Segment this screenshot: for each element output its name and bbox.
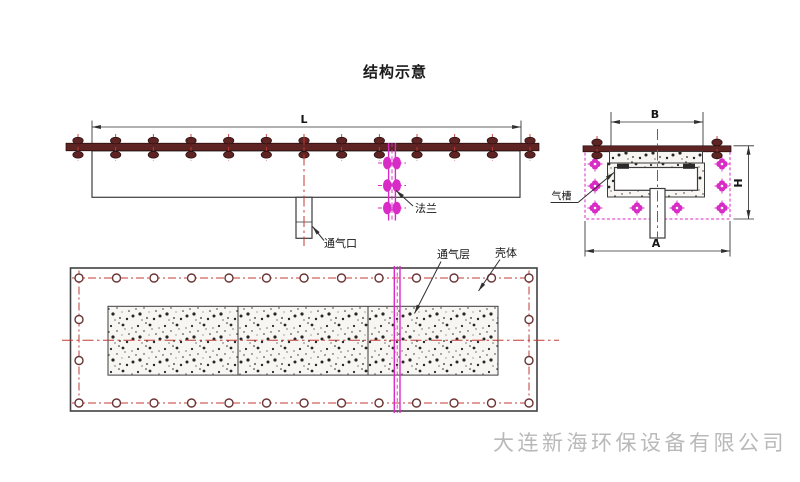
top-rail	[65, 142, 540, 152]
anchor-bolt-symbol	[669, 200, 685, 216]
flange-bolt	[378, 156, 406, 170]
shell-label: 壳体	[495, 246, 517, 260]
dim-height: H	[732, 145, 754, 220]
bolt-hole	[261, 273, 272, 283]
rail-bolt	[336, 134, 348, 161]
rail-bolt	[524, 134, 536, 161]
bolt-hole	[299, 273, 309, 283]
rail-bolts	[72, 134, 536, 161]
bolt-hole	[74, 273, 84, 283]
plan-view: 通气层 壳体	[62, 246, 559, 413]
bolt-hole	[374, 273, 384, 283]
leader-line	[395, 190, 414, 207]
bolt-hole	[486, 398, 497, 408]
bolt-hole	[411, 273, 422, 283]
bolt-hole	[74, 355, 84, 366]
bolt-hole	[74, 314, 84, 325]
air-inlet-label: 通气口	[324, 236, 357, 250]
rail-bolt	[486, 134, 498, 161]
bolt-hole	[524, 273, 534, 283]
leader-line	[577, 172, 615, 203]
bolt-hole	[299, 398, 309, 408]
rail-bolt	[411, 134, 423, 161]
bolt-hole	[149, 398, 159, 408]
rail-bolt	[72, 134, 84, 161]
shell-callout: 壳体	[478, 246, 517, 292]
flange-side	[378, 143, 406, 221]
leader-line	[414, 261, 442, 314]
rail-bolt	[185, 134, 197, 161]
bolt-hole	[449, 398, 459, 408]
air-groove-callout: 气槽	[550, 172, 615, 203]
bolt-hole	[374, 398, 384, 408]
flange-bolt	[378, 201, 406, 215]
plate-bolt	[591, 136, 603, 160]
dim-bottom-width-label: A	[652, 237, 661, 250]
dim-length-label: L	[300, 113, 307, 126]
rail-bolt	[223, 134, 235, 161]
bolt-hole	[224, 273, 234, 283]
bolt-hole	[186, 398, 197, 408]
flange-callout: 法兰	[395, 190, 437, 215]
rail-bolt	[260, 134, 272, 161]
bolt-hole	[449, 273, 459, 283]
rail-bolt	[147, 134, 159, 161]
flange-bolt	[378, 179, 406, 192]
panel-dividers	[237, 306, 369, 376]
plate-bolt	[711, 136, 723, 160]
anchor-bolt-symbol	[587, 156, 603, 172]
dim-top-width-label: B	[651, 108, 659, 121]
air-inlet-callout: 通气口	[312, 226, 357, 250]
plan-bolt-holes	[74, 273, 534, 408]
company-watermark: 大连新海环保设备有限公司	[493, 431, 787, 455]
bolt-hole	[524, 314, 534, 325]
bolt-hole	[111, 273, 122, 283]
bolt-hole	[186, 273, 197, 283]
anchor-bolt-symbol	[629, 200, 645, 216]
air-layer-label: 通气层	[437, 247, 470, 261]
leader-line	[478, 259, 501, 292]
rail-bolt	[449, 134, 461, 161]
bolt-hole	[524, 355, 534, 366]
anchor-bolt-symbol	[587, 178, 603, 194]
corner-clip	[683, 163, 695, 169]
bolt-hole	[411, 398, 422, 408]
bolt-hole	[149, 273, 159, 283]
porous-strip	[609, 151, 703, 164]
air-groove-label: 气槽	[552, 190, 572, 203]
corner-clip	[617, 163, 629, 169]
plate-bolts	[591, 136, 723, 160]
flange-plan	[393, 266, 401, 413]
side-elevation-view: L 法兰 通气口	[65, 113, 540, 250]
leader-line	[312, 226, 325, 241]
air-layer-callout: 通气层	[414, 247, 470, 314]
flange-bolts	[378, 156, 406, 215]
flange-label: 法兰	[415, 201, 437, 215]
anchor-bolt-symbol	[587, 200, 603, 216]
channel-cavity	[613, 166, 699, 191]
anchor-bolt-symbols	[587, 156, 730, 216]
anchor-bolt-symbol	[714, 156, 730, 172]
drawing-title: 结构示意	[363, 63, 427, 81]
bolt-hole	[336, 398, 347, 408]
anchor-bolt-symbol	[714, 200, 730, 216]
bolt-hole	[261, 398, 272, 408]
bolt-hole	[74, 398, 84, 408]
housing-body	[91, 150, 521, 198]
rail-bolt	[110, 134, 122, 161]
dim-height-label: H	[732, 178, 745, 187]
dim-top-width: B	[610, 108, 704, 148]
bolt-hole	[111, 398, 122, 408]
anchor-bolt-symbol	[714, 178, 730, 194]
bolt-hole	[336, 273, 347, 283]
cross-section-view: B H A 气槽	[550, 108, 754, 257]
dim-bottom-width: A	[584, 221, 731, 257]
rail-bolt	[373, 134, 385, 161]
bolt-hole	[224, 398, 234, 408]
bolt-hole	[524, 398, 534, 408]
